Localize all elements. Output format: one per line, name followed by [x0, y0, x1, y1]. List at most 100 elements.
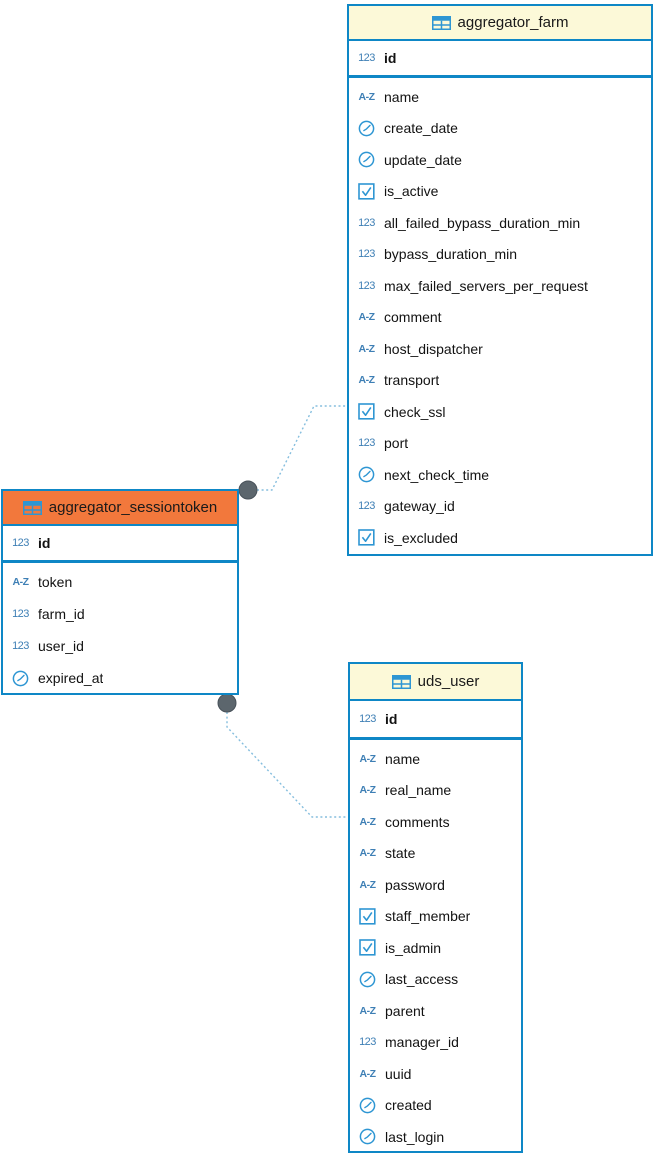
column-row[interactable]: is_excluded: [349, 522, 651, 554]
boolean-type-icon: [356, 403, 377, 420]
table-header[interactable]: aggregator_farm: [349, 6, 651, 41]
number-type-icon: 123: [358, 216, 375, 229]
text-type-icon: A-Z: [358, 90, 376, 103]
text-type-icon: A-Z: [359, 1067, 377, 1080]
text-type-icon: A-Z: [358, 374, 376, 387]
table-header[interactable]: aggregator_sessiontoken: [3, 491, 237, 526]
column-name: user_id: [38, 638, 84, 654]
column-row[interactable]: A-Z state: [350, 838, 521, 870]
column-row[interactable]: 123 all_failed_bypass_duration_min: [349, 207, 651, 239]
column-name: name: [385, 750, 421, 767]
text-type-icon: A-Z: [358, 342, 376, 355]
number-type-icon: 123: [12, 608, 29, 620]
number-type-icon: 123: [358, 248, 375, 261]
text-type-icon: A-Z: [359, 752, 377, 765]
datetime-type-icon: [357, 971, 378, 988]
column-name: check_ssl: [384, 403, 446, 420]
column-row[interactable]: is_active: [349, 176, 651, 208]
boolean-type-icon: [357, 939, 378, 956]
column-name: real_name: [385, 782, 452, 799]
primary-key-section: 123 id: [3, 526, 237, 563]
column-name: comments: [385, 813, 450, 830]
table-header[interactable]: uds_user: [350, 664, 521, 701]
text-type-icon: A-Z: [359, 1004, 377, 1017]
column-row[interactable]: 123 farm_id: [3, 598, 237, 630]
column-name: id: [38, 535, 51, 551]
relation-anchor-dot[interactable]: [238, 480, 258, 500]
column-name: next_check_time: [384, 466, 490, 483]
column-row[interactable]: created: [350, 1090, 521, 1122]
column-row[interactable]: last_access: [350, 964, 521, 996]
relation-anchor-dot[interactable]: [217, 693, 237, 713]
column-row[interactable]: last_login: [350, 1121, 521, 1151]
table-title: uds_user: [417, 673, 480, 690]
column-row[interactable]: 123 manager_id: [350, 1027, 521, 1059]
boolean-type-icon: [356, 182, 377, 200]
number-type-icon: 123: [359, 1036, 376, 1049]
column-row[interactable]: staff_member: [350, 901, 521, 933]
column-row[interactable]: A-Z name: [349, 81, 651, 113]
column-row[interactable]: update_date: [349, 144, 651, 176]
table-title: aggregator_sessiontoken: [48, 499, 218, 516]
column-row[interactable]: expired_at: [3, 662, 237, 693]
relation-line[interactable]: [226, 712, 348, 818]
column-row[interactable]: A-Z transport: [349, 365, 651, 397]
primary-key-row[interactable]: 123 id: [349, 42, 651, 74]
datetime-type-icon: [356, 151, 377, 168]
datetime-type-icon: [357, 1097, 378, 1114]
column-name: staff_member: [385, 908, 471, 925]
column-name: token: [38, 574, 73, 590]
column-name: is_active: [384, 183, 439, 200]
number-type-icon: 123: [12, 537, 29, 549]
column-name: state: [385, 845, 416, 862]
column-row[interactable]: check_ssl: [349, 396, 651, 428]
number-type-icon: 123: [358, 52, 375, 64]
primary-key-row[interactable]: 123 id: [3, 527, 237, 559]
column-name: max_failed_servers_per_request: [384, 277, 588, 294]
columns-section: A-Z name create_date update_date is_active 12…: [349, 78, 651, 554]
column-name: created: [385, 1097, 432, 1114]
column-name: create_date: [384, 120, 458, 137]
text-type-icon: A-Z: [12, 576, 30, 588]
column-name: name: [384, 88, 420, 105]
column-name: id: [384, 50, 397, 66]
column-name: comment: [384, 309, 442, 326]
datetime-type-icon: [356, 466, 377, 483]
column-name: all_failed_bypass_duration_min: [384, 214, 581, 231]
column-row[interactable]: A-Z host_dispatcher: [349, 333, 651, 365]
column-name: manager_id: [385, 1034, 459, 1051]
text-type-icon: A-Z: [359, 847, 377, 860]
column-row[interactable]: create_date: [349, 113, 651, 145]
number-type-icon: 123: [359, 713, 376, 725]
column-row[interactable]: A-Z name: [350, 743, 521, 775]
relation-line[interactable]: [257, 405, 348, 491]
table-icon: [431, 15, 451, 30]
column-name: port: [384, 435, 409, 452]
column-name: host_dispatcher: [384, 340, 483, 357]
column-name: farm_id: [38, 606, 85, 622]
column-name: transport: [384, 372, 440, 389]
column-row[interactable]: is_admin: [350, 932, 521, 964]
column-row[interactable]: next_check_time: [349, 459, 651, 491]
column-row[interactable]: A-Z token: [3, 566, 237, 598]
